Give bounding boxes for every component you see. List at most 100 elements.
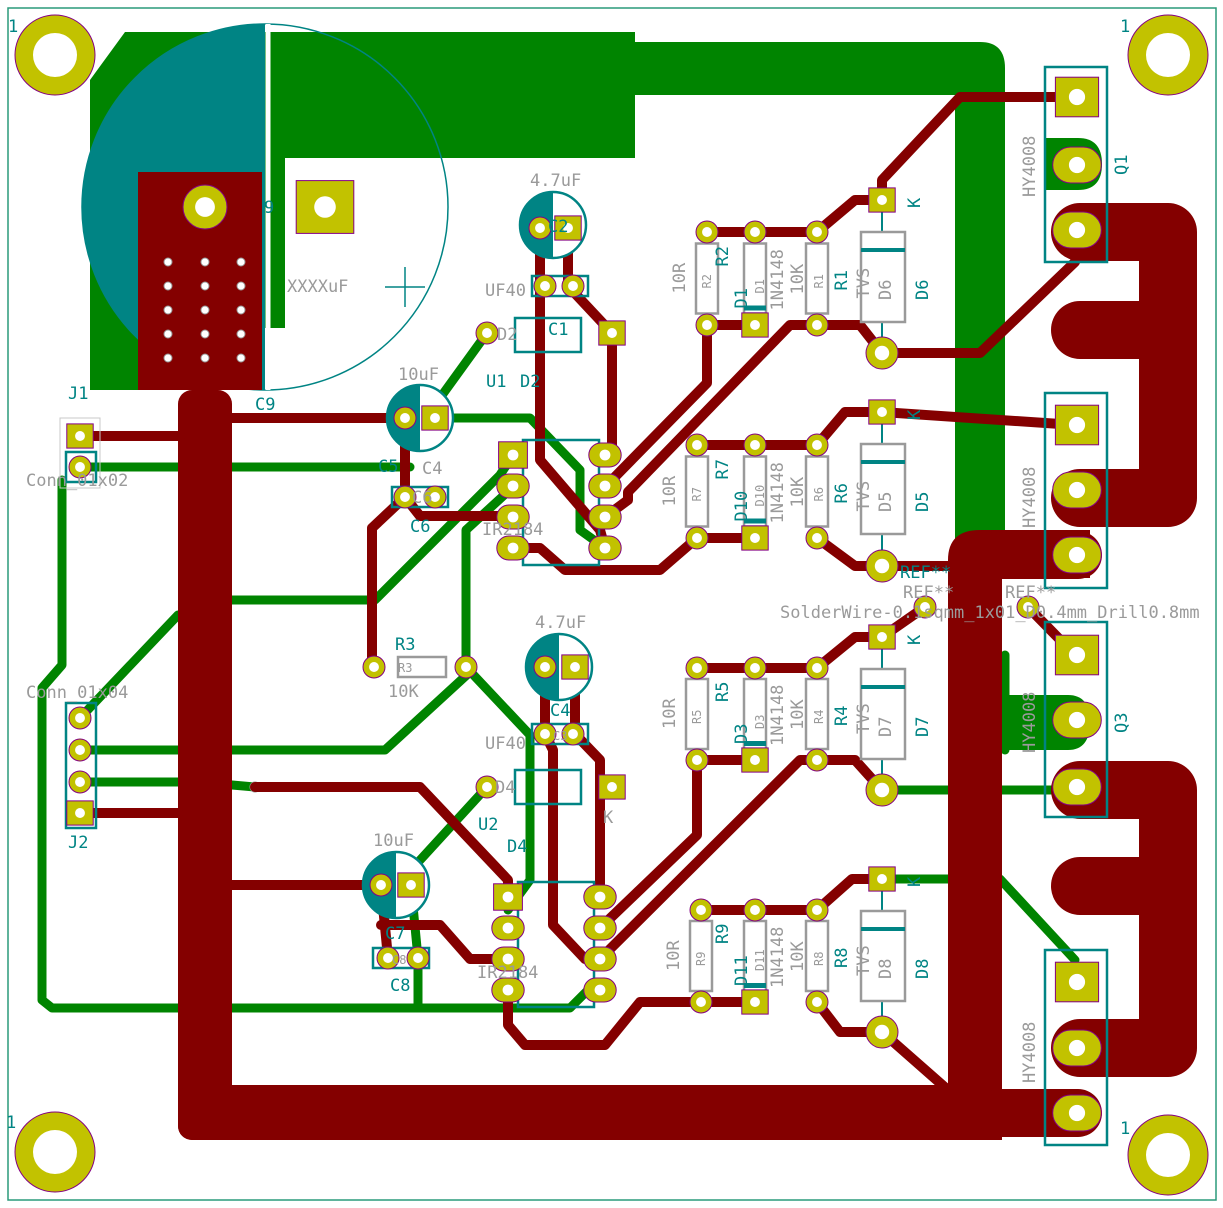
row2-tvs-fab-label: D5	[876, 492, 896, 512]
pad-drill	[877, 195, 887, 205]
row2-r-val-label: 10R	[660, 475, 680, 506]
pad-drill	[750, 663, 760, 673]
mh-tl-label: 1	[8, 17, 18, 37]
row4-r2-fab-label: R8	[812, 952, 826, 966]
row4-d-fab-label: D11	[753, 949, 767, 971]
tvs-body	[859, 230, 907, 324]
pad-drill	[750, 320, 760, 330]
pad-drill	[874, 1024, 890, 1040]
q4-val-label: HY4008	[1020, 1022, 1040, 1083]
pad-drill	[750, 997, 760, 1007]
pad-drill	[314, 196, 336, 218]
row2-d-val-label: 1N4148	[768, 462, 788, 523]
pad-drill	[812, 663, 822, 673]
pad-drill	[75, 713, 85, 723]
c8-ref-label: C8	[390, 976, 410, 996]
c4-top-label: C4	[422, 459, 442, 479]
row3-d-fab-label: D3	[753, 715, 767, 729]
pad-drill	[540, 729, 550, 739]
row4-r2-val-label: 10K	[788, 941, 808, 972]
mh-bl-label: 1	[6, 1113, 16, 1133]
pad-drill	[406, 880, 416, 890]
row1-tvs-fab-label: D6	[876, 280, 896, 300]
pad-drill	[1068, 88, 1086, 106]
pad-drill	[877, 407, 887, 417]
diode-cathode-band	[744, 983, 766, 988]
c2-value-label: 4.7uF	[530, 171, 581, 191]
pad-drill	[430, 413, 440, 423]
row2-tvs-label: TVS	[854, 481, 874, 512]
d4-fab-label: D4	[495, 778, 515, 798]
mounting-hole-drill	[1146, 1133, 1190, 1177]
driver-rows	[684, 200, 907, 1032]
row2-d-fab-label: D10	[753, 485, 767, 507]
pad-drill	[750, 755, 760, 765]
k-d4-label: K	[603, 808, 614, 828]
pad-drill	[877, 632, 887, 642]
diode-cathode-band	[744, 741, 766, 746]
row4-r-fab-label: R9	[694, 952, 708, 966]
row2-r2-fab-label: R6	[812, 487, 826, 501]
row1-r-val-label: 10R	[670, 262, 690, 293]
pad-drill	[1068, 646, 1086, 664]
back-copper-tracks	[37, 328, 1080, 1013]
row1-d-fab-label: D1	[753, 279, 767, 293]
pad-drill	[702, 227, 712, 237]
pad-drill	[750, 533, 760, 543]
u2-ref-label: U2	[478, 815, 498, 835]
row4-r-ref-label: R9	[713, 924, 733, 944]
pad-drill	[369, 662, 379, 672]
pad-drill	[812, 905, 822, 915]
component-outlines	[59, 65, 1109, 1147]
c9-ref-label: C9	[255, 395, 275, 415]
row2-r2-ref-label: R6	[832, 483, 852, 503]
front-copper-power	[976, 203, 1197, 1137]
row2-r-ref-label: R7	[713, 459, 733, 479]
row3-d-ref-label: D3	[732, 724, 752, 744]
tvs-body	[859, 442, 907, 536]
tvs-cathode-band	[861, 685, 905, 689]
pad-drill	[413, 953, 423, 963]
c7-value-label: 10uF	[373, 831, 414, 851]
pad-drill	[696, 905, 706, 915]
pad-drill	[1068, 221, 1086, 239]
pad-drill	[1068, 156, 1086, 174]
ref3-label: REF**	[1005, 583, 1056, 603]
diode-cathode-band	[744, 518, 766, 524]
r3-ref-label: R3	[395, 635, 415, 655]
pad-drill	[1068, 778, 1086, 796]
pad-drill	[75, 431, 85, 441]
row4-d-ref-label: D11	[732, 955, 752, 986]
row3-r-ref-label: R5	[713, 682, 733, 702]
pad-drill	[461, 662, 471, 672]
row1-tvs-ref-label: D6	[913, 280, 933, 300]
c8-fab-label: C8	[392, 953, 406, 967]
pad-drill	[502, 984, 514, 996]
tvs-cathode-band	[861, 248, 905, 252]
pad-drill	[430, 492, 440, 502]
d4-ref-label: D4	[507, 837, 527, 857]
pad-drill	[1068, 973, 1086, 991]
row1-r2-fab-label: R1	[812, 274, 826, 288]
pad-drill	[812, 320, 822, 330]
row3-r2-val-label: 10K	[788, 699, 808, 730]
pad-drill	[1023, 602, 1033, 612]
pads	[14, 14, 1209, 1196]
mounting-hole-drill	[33, 33, 77, 77]
pad-drill	[599, 542, 611, 554]
pad-drill	[570, 662, 580, 672]
pad-drill	[812, 997, 822, 1007]
c4-ref-label: C4	[550, 701, 570, 721]
row3-r-val-label: 10R	[660, 698, 680, 729]
c7-ref-label: C7	[385, 924, 405, 944]
q3-ref-label: Q3	[1112, 713, 1132, 733]
row4-tvs-ref-label: D8	[913, 959, 933, 979]
q2-val-label: HY4008	[1020, 467, 1040, 528]
diode-cathode-band	[744, 305, 766, 311]
pad-drill	[568, 729, 578, 739]
pad	[1054, 961, 1100, 1003]
pad-drill	[607, 328, 617, 338]
pad-drill	[482, 328, 492, 338]
